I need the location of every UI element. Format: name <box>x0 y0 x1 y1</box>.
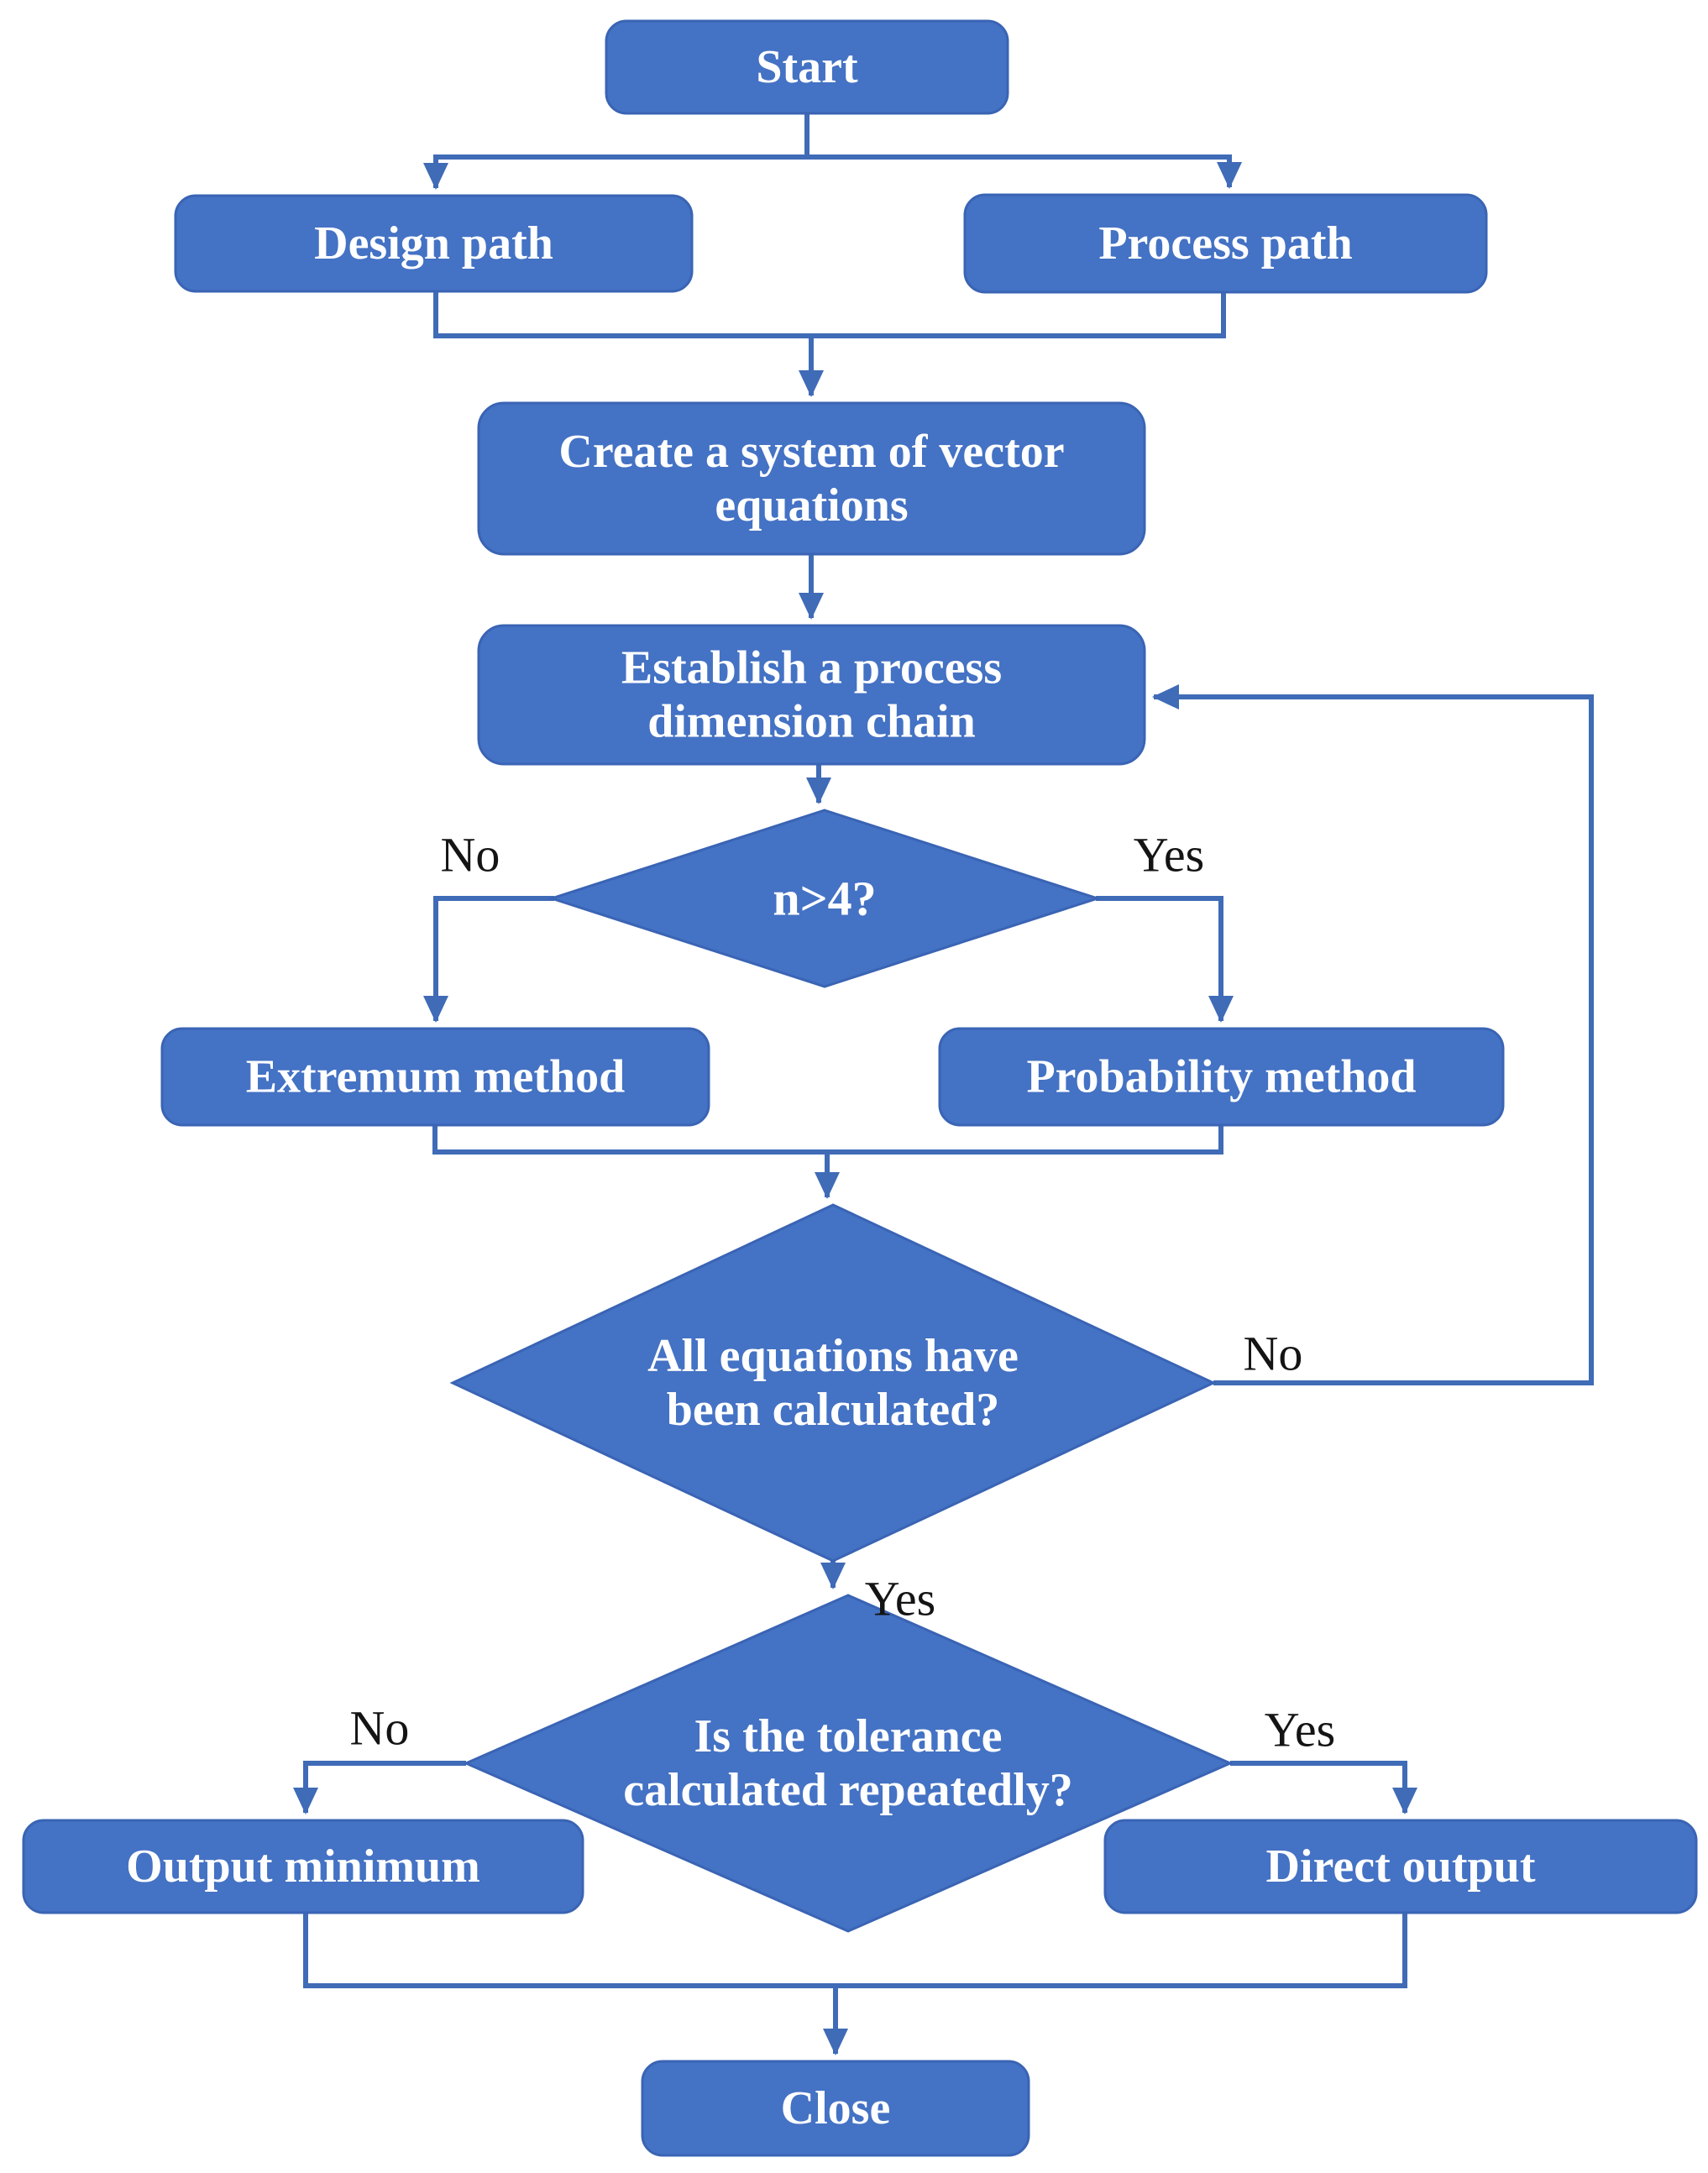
label-no-2: No <box>1244 1327 1303 1381</box>
node-process-path <box>963 193 1488 294</box>
label-yes-1: Yes <box>1134 828 1204 882</box>
edge-probability-merge <box>827 1125 1223 1155</box>
edge-directout-merge <box>836 1913 1407 1988</box>
node-design-path-label: Design path <box>314 217 553 270</box>
node-extremum-method-label: Extremum method <box>246 1051 626 1103</box>
node-n-gt-4-label: n>4? <box>773 872 876 926</box>
node-direct-output-label: Direct output <box>1266 1841 1536 1893</box>
node-all-equations-label: been calculated? <box>667 1384 1000 1436</box>
label-yes-3: Yes <box>1265 1703 1335 1757</box>
edge-outputmin-close <box>303 1913 848 2055</box>
node-direct-output <box>1103 1819 1698 1914</box>
node-tolerance-repeated <box>463 1594 1234 1933</box>
node-create-system <box>477 401 1146 556</box>
node-tolerance-repeated-label: calculated repeatedly? <box>623 1764 1073 1816</box>
edge-start-design <box>423 113 809 190</box>
node-n-gt-4 <box>548 809 1102 988</box>
node-establish-chain-label: Establish a process <box>621 642 1002 694</box>
edge-no-loopback <box>1152 684 1594 1385</box>
edge-yes-probability <box>1096 896 1234 1023</box>
node-close <box>641 2060 1030 2157</box>
node-probability-method <box>938 1027 1505 1127</box>
label-no-3: No <box>350 1701 410 1756</box>
node-probability-method-label: Probability method <box>1026 1051 1416 1103</box>
edge-yes-directout <box>1230 1761 1417 1814</box>
edge-no-outputmin <box>293 1761 466 1814</box>
node-start-label: Start <box>756 41 858 93</box>
node-close-label: Close <box>781 2082 891 2134</box>
node-design-path <box>174 194 694 293</box>
node-output-minimum-label: Output minimum <box>126 1841 480 1893</box>
edge-extremum-decision2 <box>432 1125 840 1199</box>
node-start <box>605 19 1009 115</box>
node-establish-chain-label: dimension chain <box>647 696 976 748</box>
node-tolerance-repeated-label: Is the tolerance <box>694 1710 1002 1762</box>
node-output-minimum <box>22 1819 584 1914</box>
node-create-system-label: equations <box>715 479 908 531</box>
edge-no-extremum <box>423 896 554 1023</box>
node-all-equations <box>449 1203 1217 1563</box>
edge-start-process <box>804 113 1242 189</box>
node-create-system-label: Create a system of vector <box>558 426 1064 478</box>
edge-process-merge <box>811 292 1226 338</box>
label-no-1: No <box>441 828 500 882</box>
node-all-equations-label: All equations have <box>647 1330 1019 1382</box>
node-extremum-method <box>160 1027 710 1127</box>
node-process-path-label: Process path <box>1098 217 1352 270</box>
node-establish-chain <box>477 624 1146 766</box>
edge-design-create <box>433 291 824 397</box>
label-yes-2: Yes <box>865 1572 935 1626</box>
